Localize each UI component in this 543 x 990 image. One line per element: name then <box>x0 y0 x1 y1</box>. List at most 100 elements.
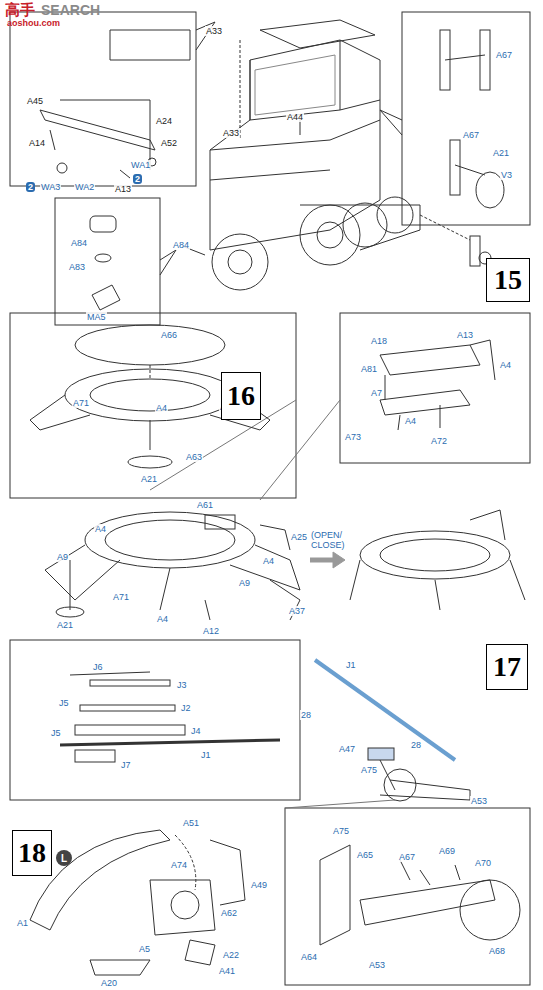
part-number: A71 <box>112 592 130 602</box>
part-number: J2 <box>180 703 192 713</box>
bubble-pointer <box>380 110 402 135</box>
part-number: A7 <box>370 388 383 398</box>
step-number: 18 <box>12 830 52 876</box>
part-number: A33 <box>222 128 240 138</box>
part-number: A9 <box>56 552 69 562</box>
part-number: A5 <box>138 944 151 954</box>
part-number: A63 <box>185 452 203 462</box>
detail-frame <box>402 12 530 225</box>
gun-assembly <box>315 660 470 801</box>
step-label: 18 <box>18 837 46 869</box>
part-number: A73 <box>344 432 362 442</box>
part-number: J1 <box>200 750 212 760</box>
part-number: A53 <box>470 796 488 806</box>
part-number: MA5 <box>86 312 107 322</box>
part-number: A53 <box>368 960 386 970</box>
part-number: A1 <box>16 918 29 928</box>
part-number: A69 <box>438 846 456 856</box>
direction-arrow <box>333 552 345 568</box>
part-number: A18 <box>370 336 388 346</box>
step-number: 15 <box>486 258 530 302</box>
part-number: A12 <box>202 626 220 636</box>
detail-frame <box>10 640 300 800</box>
part-number: A24 <box>155 116 173 126</box>
step-label: 17 <box>493 651 521 683</box>
part-number: A25 <box>290 532 308 542</box>
part-number: A75 <box>360 765 378 775</box>
hand-symbol: L <box>56 850 72 866</box>
part-number: A49 <box>250 880 268 890</box>
step-number: 16 <box>221 372 261 420</box>
detail-frame <box>10 313 296 498</box>
part-number: A64 <box>300 952 318 962</box>
step-label: 16 <box>227 380 255 412</box>
part-number: A13 <box>114 184 132 194</box>
turntable-assembly <box>45 512 300 620</box>
part-number: A9 <box>238 578 251 588</box>
part-number: A33 <box>205 26 223 36</box>
detail-frame <box>285 808 530 985</box>
part-number: WA2 <box>74 182 95 192</box>
step-number: 17 <box>486 644 528 690</box>
detail-frame <box>10 12 196 186</box>
detail-frame <box>340 313 530 463</box>
part-number: J6 <box>92 662 104 672</box>
headlight-parts <box>90 216 120 310</box>
turntable-result <box>350 510 525 610</box>
detail-frame <box>55 198 160 325</box>
quantity-badge: 2 <box>26 182 35 192</box>
part-number: A75 <box>332 826 350 836</box>
part-number: 28 <box>300 710 312 720</box>
step-label: L <box>61 853 67 864</box>
part-number: WA3 <box>40 182 61 192</box>
watermark: aoshou.com <box>6 18 42 28</box>
part-number: A67 <box>495 50 513 60</box>
part-number: A41 <box>218 966 236 976</box>
part-number: A83 <box>68 262 86 272</box>
part-number: A4 <box>262 556 275 566</box>
part-number: A51 <box>182 818 200 828</box>
part-number: J1 <box>345 660 357 670</box>
part-number: A37 <box>288 606 306 616</box>
part-number: A20 <box>100 978 118 988</box>
part-number: A14 <box>28 138 46 148</box>
mount-inset <box>320 845 520 945</box>
part-number: A66 <box>160 330 178 340</box>
part-number: A70 <box>474 858 492 868</box>
part-number: A47 <box>338 744 356 754</box>
part-number: J3 <box>176 680 188 690</box>
part-number: A13 <box>456 330 474 340</box>
cradle-assembly <box>30 830 245 975</box>
part-number: A4 <box>94 524 107 534</box>
part-number: WA1 <box>130 160 151 170</box>
halftrack-vehicle <box>182 20 470 290</box>
step-label: 15 <box>494 264 522 296</box>
part-number: A4 <box>499 360 512 370</box>
part-number: A68 <box>488 946 506 956</box>
part-number: A81 <box>360 364 378 374</box>
part-number: A21 <box>56 620 74 630</box>
part-number: A67 <box>462 130 480 140</box>
part-number: 28 <box>410 740 422 750</box>
part-number: A4 <box>156 614 169 624</box>
part-number: J7 <box>120 760 132 770</box>
gun-parts-inset <box>60 672 280 762</box>
part-number: A72 <box>430 436 448 446</box>
part-number: A4 <box>155 403 168 413</box>
bubble-pointer <box>160 250 176 275</box>
part-number: A67 <box>398 852 416 862</box>
watermark: 高手 <box>4 2 36 18</box>
quantity-badge: 2 <box>133 174 142 184</box>
part-number: A71 <box>72 398 90 408</box>
bracket-inset <box>380 340 495 430</box>
watermark: SEARCH <box>40 2 101 18</box>
part-number: A4 <box>404 416 417 426</box>
part-number: A21 <box>492 148 510 158</box>
part-number: A84 <box>70 238 88 248</box>
part-number: A74 <box>170 860 188 870</box>
part-number: J5 <box>50 728 62 738</box>
part-number: J4 <box>190 726 202 736</box>
part-number: A65 <box>356 850 374 860</box>
part-number: A44 <box>286 112 304 122</box>
